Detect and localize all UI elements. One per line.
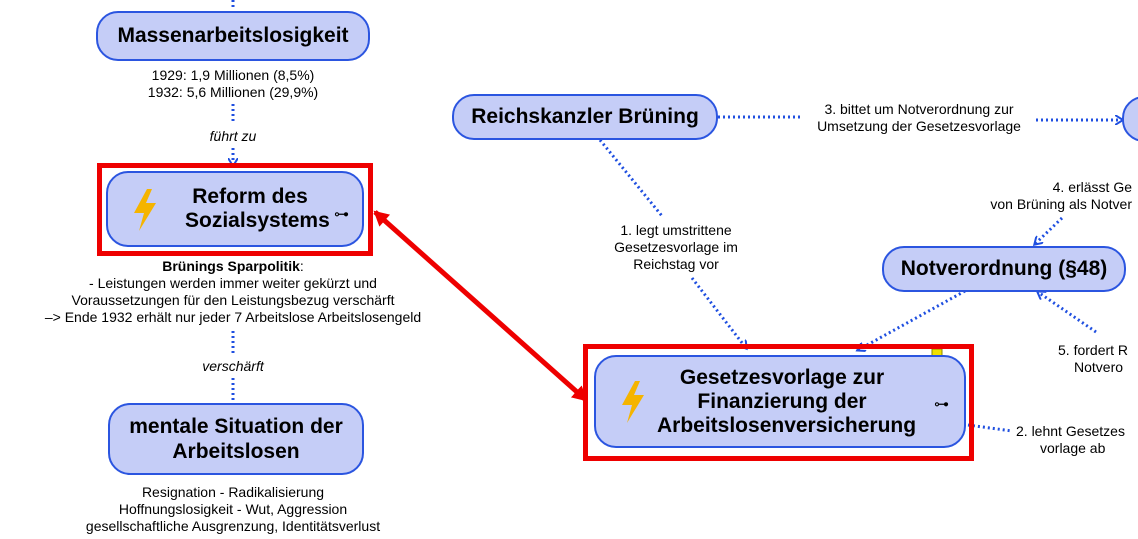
note-mental-line3: gesellschaftliche Ausgrenzung, Identität… (85, 518, 381, 534)
node-bruening-label: Reichskanzler Brüning (471, 105, 699, 128)
edge-label-step2-line1: 2. lehnt Gesetzes (1016, 423, 1125, 439)
note-arbeitslosenzahlen: 1929: 1,9 Millionen (8,5%) 1932: 5,6 Mil… (118, 67, 348, 101)
connector-step5-notverordnung (1038, 292, 1097, 334)
node-massenarbeitslosigkeit-label: Massenarbeitslosigkeit (117, 24, 349, 47)
edge-label-verschaerft: verschärft (202, 358, 264, 374)
subtree-icon[interactable]: ⊶ (334, 206, 349, 223)
note-arbeitslos-1929: 1929: 1,9 Millionen (8,5%) (151, 67, 315, 83)
node-mental[interactable]: mentale Situation der Arbeitslosen (108, 403, 364, 475)
edge-label-step3-line2: Umsetzung der Gesetzesvorlage (817, 118, 1021, 134)
highlight-double-arrow (373, 210, 588, 402)
lightning-icon (134, 189, 156, 231)
node-gesetzesvorlage-label: Gesetzesvorlage zur Finanzierung der Arb… (657, 365, 917, 437)
node-gesetzesvorlage[interactable]: Gesetzesvorlage zur Finanzierung der Arb… (594, 355, 966, 448)
connector-gesetz-step2 (967, 423, 1013, 433)
edge-label-step4-line2: von Brüning als Notver (990, 196, 1132, 212)
edge-label-step2: 2. lehnt Gesetzes vorlage ab (1016, 423, 1138, 457)
connector-step4-notverordnung (1035, 216, 1064, 244)
edge-label-step4: 4. erlässt Ge von Brüning als Notver (976, 179, 1138, 213)
highlight-box-gesetzesvorlage (583, 344, 974, 461)
edge-label-step1-line1: 1. legt umstrittene (620, 222, 732, 238)
node-mental-label: mentale Situation der Arbeitslosen (129, 415, 343, 463)
edge-label-step3: 3. bittet um Notverordnung zur Umsetzung… (796, 101, 1042, 135)
edge-label-step5-line1: 5. fordert R (1058, 342, 1129, 358)
edge-label-step5-line2: Notvero (1074, 359, 1124, 375)
note-arbeitslos-1932: 1932: 5,6 Millionen (29,9%) (147, 84, 319, 100)
edge-label-step1-line2: Gesetzesvorlage im (614, 239, 738, 255)
highlight-box-reform (97, 163, 373, 256)
edge-label-step3-line1: 3. bittet um Notverordnung zur (824, 101, 1014, 117)
connector-notverordnung-gesetz (858, 289, 966, 350)
note-sparpolitik-line2: Voraussetzungen für den Leistungsbezug v… (71, 292, 395, 308)
lightning-icon (622, 381, 644, 423)
connector-bruening-step1 (598, 139, 664, 217)
subtree-icon[interactable]: ⊶ (934, 396, 949, 413)
edge-label-step1-line3: Reichstag vor (633, 256, 719, 272)
edge-label-step5: 5. fordert R Notvero (1058, 342, 1138, 376)
connector-step1-gesetz (690, 277, 746, 348)
note-sparpolitik-line1: - Leistungen werden immer weiter gekürzt… (89, 275, 377, 291)
node-bruening[interactable]: Reichskanzler Brüning (452, 94, 718, 140)
note-mental-line2: Hoffnungslosigkeit - Wut, Aggression (118, 501, 348, 517)
note-sparpolitik-line3: –> Ende 1932 erhält nur jeder 7 Arbeitsl… (44, 309, 422, 325)
note-mental-line1: Resignation - Radikalisierung (141, 484, 325, 500)
node-notverordnung[interactable]: Notverordnung (§48) (882, 246, 1126, 292)
edge-label-step2-line2: vorlage ab (1040, 440, 1106, 456)
note-mentale-situation: Resignation - Radikalisierung Hoffnungsl… (28, 484, 438, 535)
node-reform-label: Reform des Sozialsystems (185, 185, 330, 232)
node-massenarbeitslosigkeit[interactable]: Massenarbeitslosigkeit (96, 11, 370, 61)
note-sparpolitik-title: Brünings Sparpolitik (162, 258, 300, 274)
edge-label-step1: 1. legt umstrittene Gesetzesvorlage im R… (606, 222, 746, 273)
node-notverordnung-label: Notverordnung (§48) (900, 257, 1108, 280)
edge-label-step4-line1: 4. erlässt Ge (1052, 179, 1132, 195)
edge-label-fuehrt-zu: führt zu (209, 128, 257, 144)
node-reform[interactable]: Reform des Sozialsystems ⊶ (106, 171, 364, 247)
note-sparpolitik: Brünings Sparpolitik: - Leistungen werde… (13, 258, 453, 326)
